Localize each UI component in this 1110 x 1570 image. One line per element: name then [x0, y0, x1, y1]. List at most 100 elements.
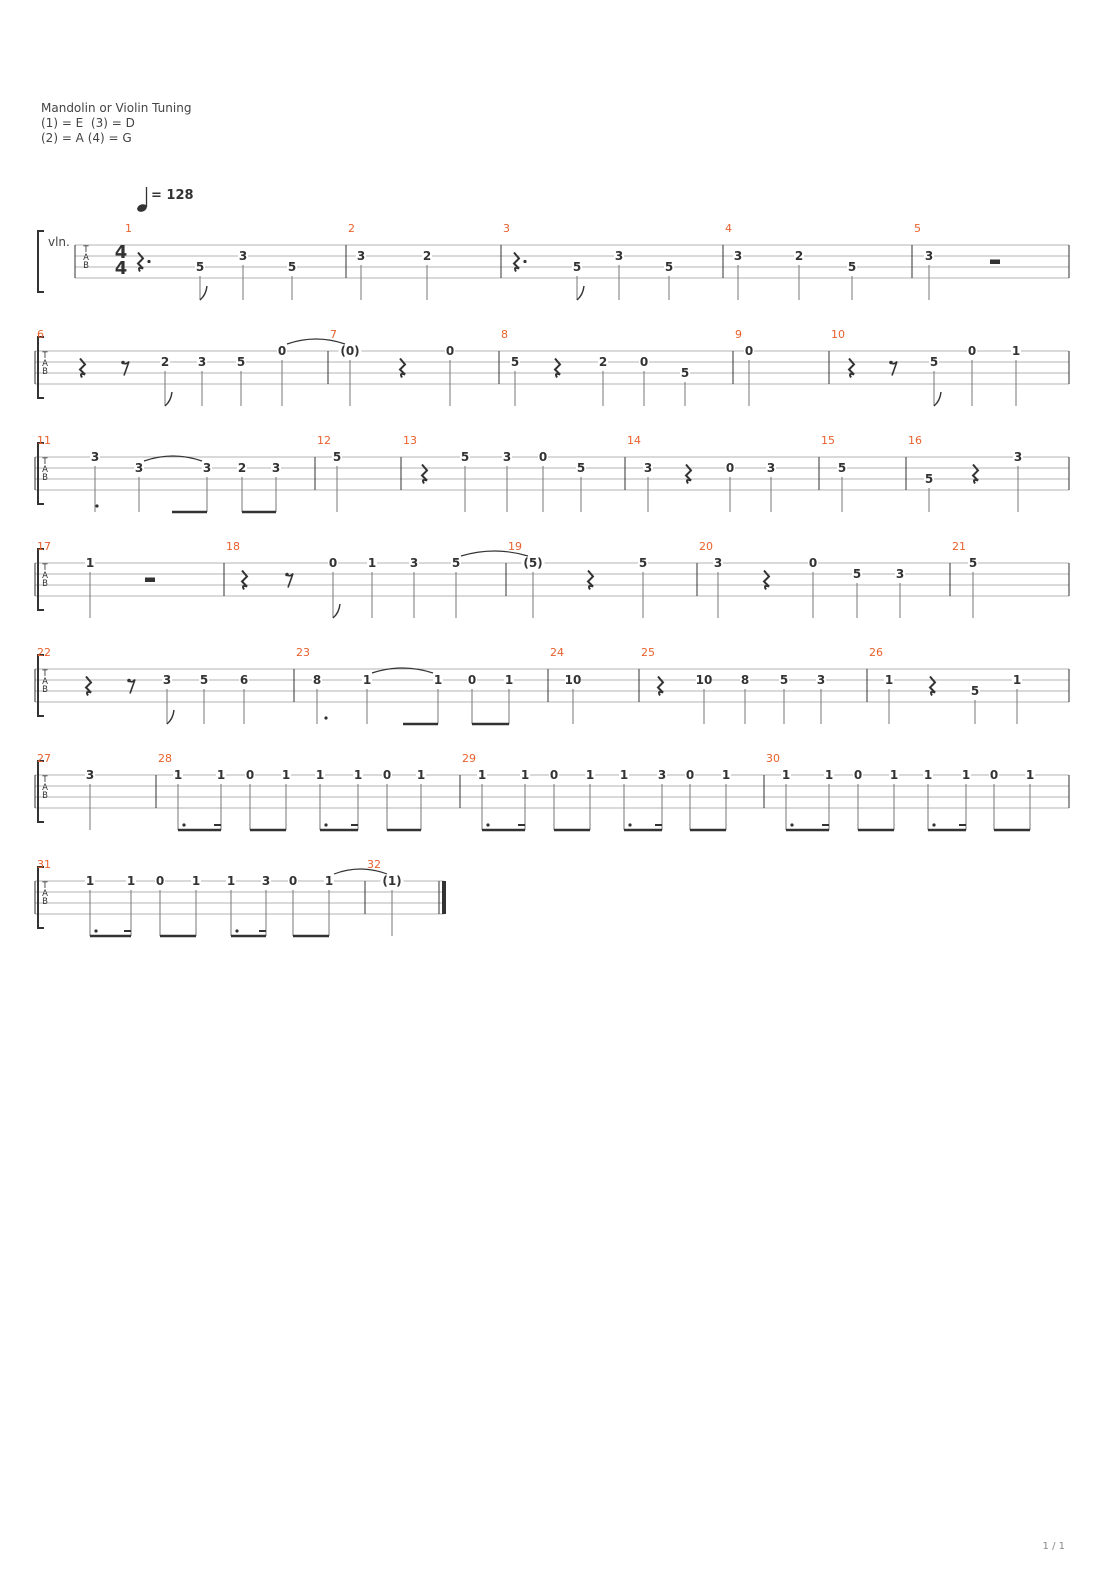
fret-background [696, 674, 712, 686]
fret-background [261, 875, 271, 887]
fret-number: 1 [86, 556, 94, 570]
fret-number: 1 [434, 673, 442, 687]
quarter-note-icon [137, 204, 147, 212]
fret-number: 2 [238, 461, 246, 475]
fret-background [202, 462, 212, 474]
fret-number: 0 [468, 673, 476, 687]
tab-clef-letter: A [42, 783, 48, 793]
fret-background [238, 250, 248, 262]
fret-background [315, 769, 325, 781]
fret-number: 1 [505, 673, 513, 687]
fret-number: 3 [896, 567, 904, 581]
fret-background [713, 557, 723, 569]
measure-number: 31 [37, 858, 51, 871]
fret-background [362, 674, 372, 686]
fret-number: 5 [196, 260, 204, 274]
fret-number: 5 [930, 355, 938, 369]
system-bracket [37, 760, 44, 823]
tab-clef-letter: B [42, 897, 48, 907]
fret-number: 5 [200, 673, 208, 687]
fret-background [226, 875, 236, 887]
fret-number: 5 [925, 472, 933, 486]
fret-background [521, 557, 545, 569]
fret-number: 0 [968, 344, 976, 358]
measure-number: 15 [821, 434, 835, 447]
fret-number: 0 [726, 461, 734, 475]
fret-number: 1 [924, 768, 932, 782]
fret-background [924, 473, 934, 485]
fret-background [239, 674, 249, 686]
measure-number: 29 [462, 752, 476, 765]
fret-number: 3 [203, 461, 211, 475]
fret-number: 0 [686, 768, 694, 782]
fret-background [1011, 345, 1021, 357]
fret-number: 3 [714, 556, 722, 570]
dot-icon [486, 823, 490, 827]
fret-number: 3 [272, 461, 280, 475]
fret-background [538, 451, 548, 463]
fret-number: 3 [767, 461, 775, 475]
system-bracket [37, 442, 44, 505]
fret-number: 3 [410, 556, 418, 570]
fret-background [191, 875, 201, 887]
quarter-rest-icon [586, 569, 595, 591]
fret-background [847, 261, 857, 273]
fret-number: 0 [278, 344, 286, 358]
eighth-flag-icon [199, 285, 208, 301]
fret-number: 5 [969, 556, 977, 570]
tab-clef-letter: B [42, 473, 48, 483]
fret-background [85, 875, 95, 887]
fret-background [338, 345, 362, 357]
half-rest-icon [145, 577, 155, 582]
fret-background [287, 261, 297, 273]
quarter-rest-icon [928, 675, 937, 697]
fret-number: 5 [511, 355, 519, 369]
fret-background [837, 462, 847, 474]
measure-number: 26 [869, 646, 883, 659]
dot-icon [790, 823, 794, 827]
fret-background [160, 356, 170, 368]
tab-clef-letter: B [42, 685, 48, 695]
tab-clef-letter: B [42, 791, 48, 801]
tie-arc [371, 667, 434, 674]
fret-number: 5 [639, 556, 647, 570]
quarter-rest-icon [84, 675, 93, 697]
fret-background [565, 674, 581, 686]
fret-number: 3 [135, 461, 143, 475]
fret-number: 5 [838, 461, 846, 475]
fret-number: 1 [174, 768, 182, 782]
fret-background [824, 769, 834, 781]
fret-background [451, 557, 461, 569]
dot-icon [182, 823, 186, 827]
measure-number: 24 [550, 646, 564, 659]
measure-number: 9 [735, 328, 742, 341]
fret-number: 0 [446, 344, 454, 358]
eighth-flag-icon [933, 391, 942, 407]
fret-number: 1 [885, 673, 893, 687]
fret-background [744, 345, 754, 357]
fret-number: 2 [423, 249, 431, 263]
fret-number: 5 [573, 260, 581, 274]
fret-number: 1 [282, 768, 290, 782]
fret-background [781, 769, 791, 781]
dot-icon [94, 929, 98, 933]
eighth-rest-dot [889, 360, 893, 365]
measure-number: 23 [296, 646, 310, 659]
measure-number: 21 [952, 540, 966, 553]
system-bracket [37, 336, 44, 399]
dot-icon [932, 823, 936, 827]
fret-number: 1 [217, 768, 225, 782]
fret-number: 0 [289, 874, 297, 888]
fret-background [380, 875, 404, 887]
tab-clef-letter: T [41, 881, 48, 891]
fret-background [968, 557, 978, 569]
measure-number: 32 [367, 858, 381, 871]
fret-background [740, 674, 750, 686]
fret-background [126, 875, 136, 887]
fret-number: 0 [854, 768, 862, 782]
fret-number: 1 [192, 874, 200, 888]
fret-number: 5 [333, 450, 341, 464]
measure-number: 8 [501, 328, 508, 341]
fret-number: 1 [127, 874, 135, 888]
